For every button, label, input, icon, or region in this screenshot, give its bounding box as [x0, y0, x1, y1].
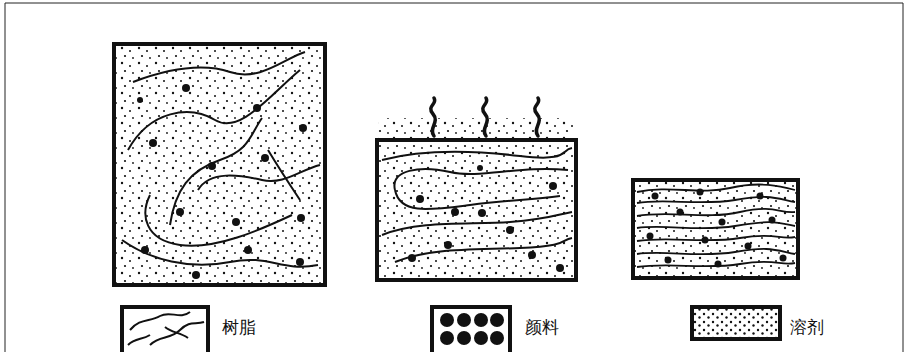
legend-label: 树脂 — [222, 318, 256, 338]
outer-frame — [5, 3, 903, 352]
drying-film-box — [377, 98, 576, 280]
pigment-legend-sample — [432, 307, 510, 352]
legend-label: 溶剂 — [790, 318, 824, 338]
wet-film-box — [114, 44, 325, 285]
solvent-legend-sample — [692, 307, 780, 339]
cured-film-box — [633, 180, 798, 278]
legend-label: 颜料 — [525, 318, 559, 338]
resin-legend-sample — [122, 307, 208, 352]
